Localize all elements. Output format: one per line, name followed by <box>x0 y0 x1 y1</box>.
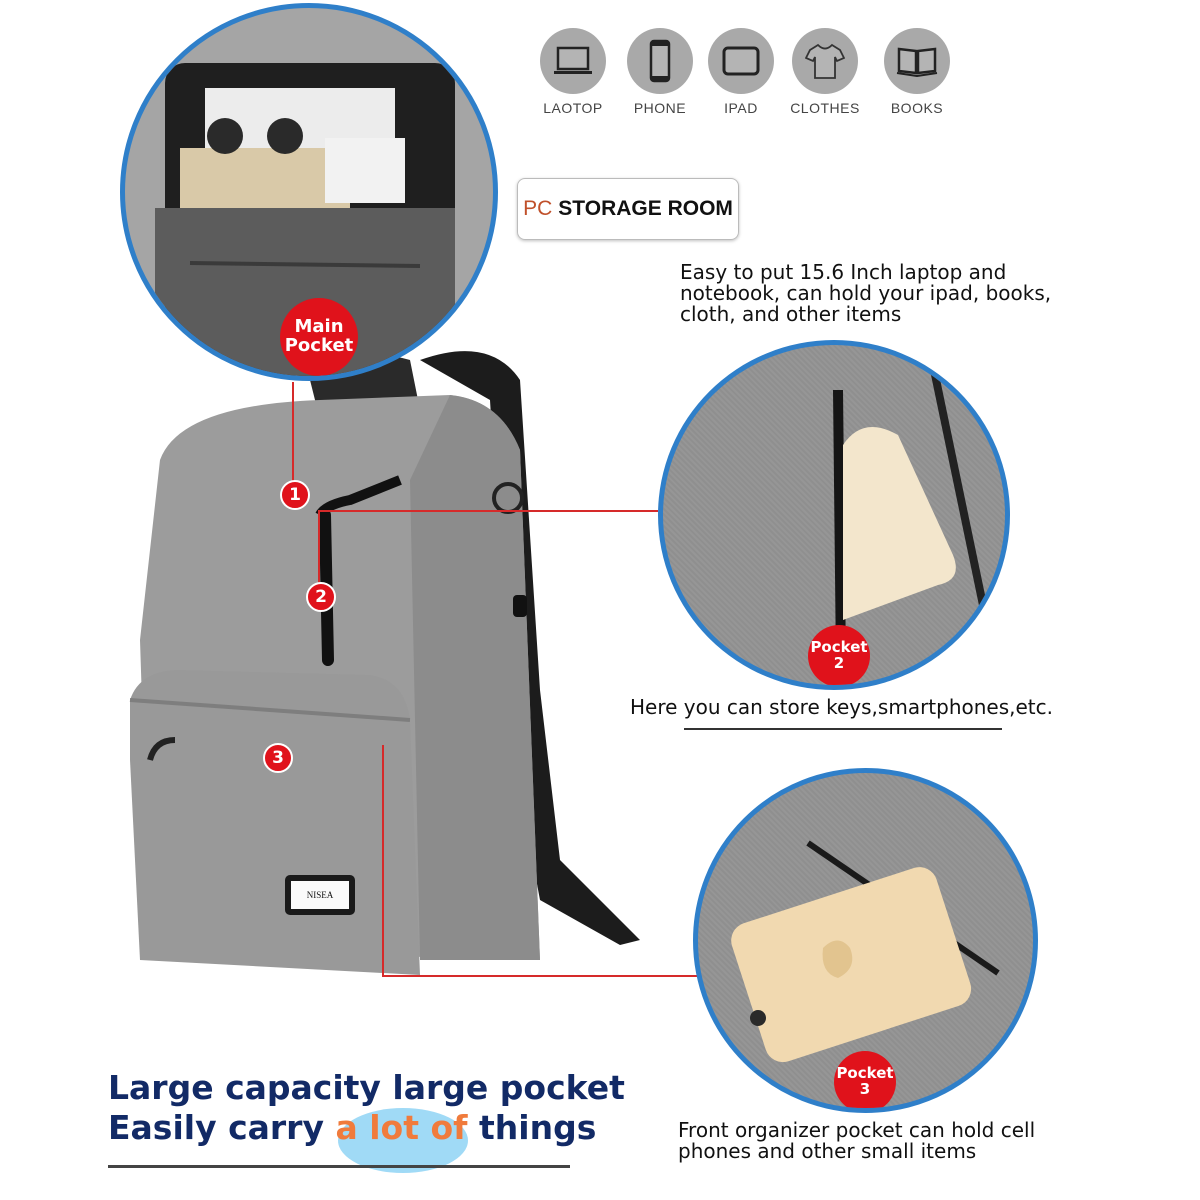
desc-line: cloth, and other items <box>680 302 902 326</box>
connector-line <box>382 745 384 975</box>
marker-3: 3 <box>263 743 293 773</box>
headline-text: things <box>467 1108 597 1147</box>
main-pocket-description: Easy to put 15.6 Inch laptop and noteboo… <box>680 262 1051 325</box>
category-books: BOOKS <box>882 28 952 116</box>
badge-line: 3 <box>859 1080 871 1098</box>
headline: Large capacity large pocket Easily carry… <box>108 1068 625 1148</box>
headline-highlight: a lot of <box>335 1108 468 1147</box>
connector-line <box>318 510 658 512</box>
badge-line: 2 <box>833 654 845 672</box>
category-phone: PHONE <box>625 28 695 116</box>
book-icon <box>896 47 938 77</box>
storage-room-badge: PC STORAGE ROOM <box>517 178 739 240</box>
pocket-2-badge: Pocket 2 <box>808 625 870 685</box>
desc-line: Front organizer pocket can hold cell <box>678 1118 1036 1142</box>
marker-1: 1 <box>280 480 310 510</box>
divider <box>684 728 1002 730</box>
category-laptop: LAOTOP <box>538 28 608 116</box>
storage-text: STORAGE ROOM <box>558 197 733 220</box>
category-clothes: CLOTHES <box>790 28 860 116</box>
headline-line-1: Large capacity large pocket <box>108 1068 625 1107</box>
desc-line: Easy to put 15.6 Inch laptop and <box>680 260 1007 284</box>
connector-line <box>382 975 697 977</box>
headline-text: Easily carry <box>108 1108 336 1147</box>
category-label: PHONE <box>633 100 687 116</box>
shirt-icon <box>805 43 845 79</box>
headline-underline <box>108 1165 570 1168</box>
highlight-blob <box>338 1108 468 1173</box>
badge-line: Main <box>294 316 344 338</box>
laptop-icon <box>554 46 592 74</box>
category-label: LAOTOP <box>543 100 603 116</box>
badge-line: Pocket <box>284 335 354 356</box>
brand-label: NISEA <box>306 890 334 900</box>
headline-line-2: Easily carry a lot of things <box>108 1108 625 1148</box>
main-pocket-zoom: Main Pocket <box>120 3 498 381</box>
pocket-3-description: Front organizer pocket can hold cell pho… <box>678 1120 1035 1162</box>
badge-line: Pocket <box>836 1064 894 1083</box>
category-label: BOOKS <box>890 100 944 116</box>
backpack-image: NISEA <box>120 340 650 980</box>
phone-icon <box>649 39 671 83</box>
pocket-3-badge: Pocket 3 <box>834 1051 896 1108</box>
connector-line <box>292 382 294 482</box>
category-ipad: IPAD <box>706 28 776 116</box>
desc-line: notebook, can hold your ipad, books, <box>680 281 1052 305</box>
marker-2: 2 <box>306 582 336 612</box>
pocket-2-zoom: Pocket 2 <box>658 340 1010 690</box>
main-pocket-badge: Main Pocket <box>280 298 358 376</box>
desc-line: phones and other small items <box>678 1139 977 1163</box>
pocket-2-description: Here you can store keys,smartphones,etc. <box>630 695 1053 719</box>
tablet-icon <box>722 46 760 76</box>
pocket-3-zoom: Pocket 3 <box>693 768 1038 1113</box>
category-label: IPAD <box>724 100 758 116</box>
badge-line: Pocket <box>810 638 868 657</box>
storage-prefix: PC <box>523 197 553 220</box>
category-label: CLOTHES <box>790 100 860 116</box>
connector-line <box>318 510 320 590</box>
